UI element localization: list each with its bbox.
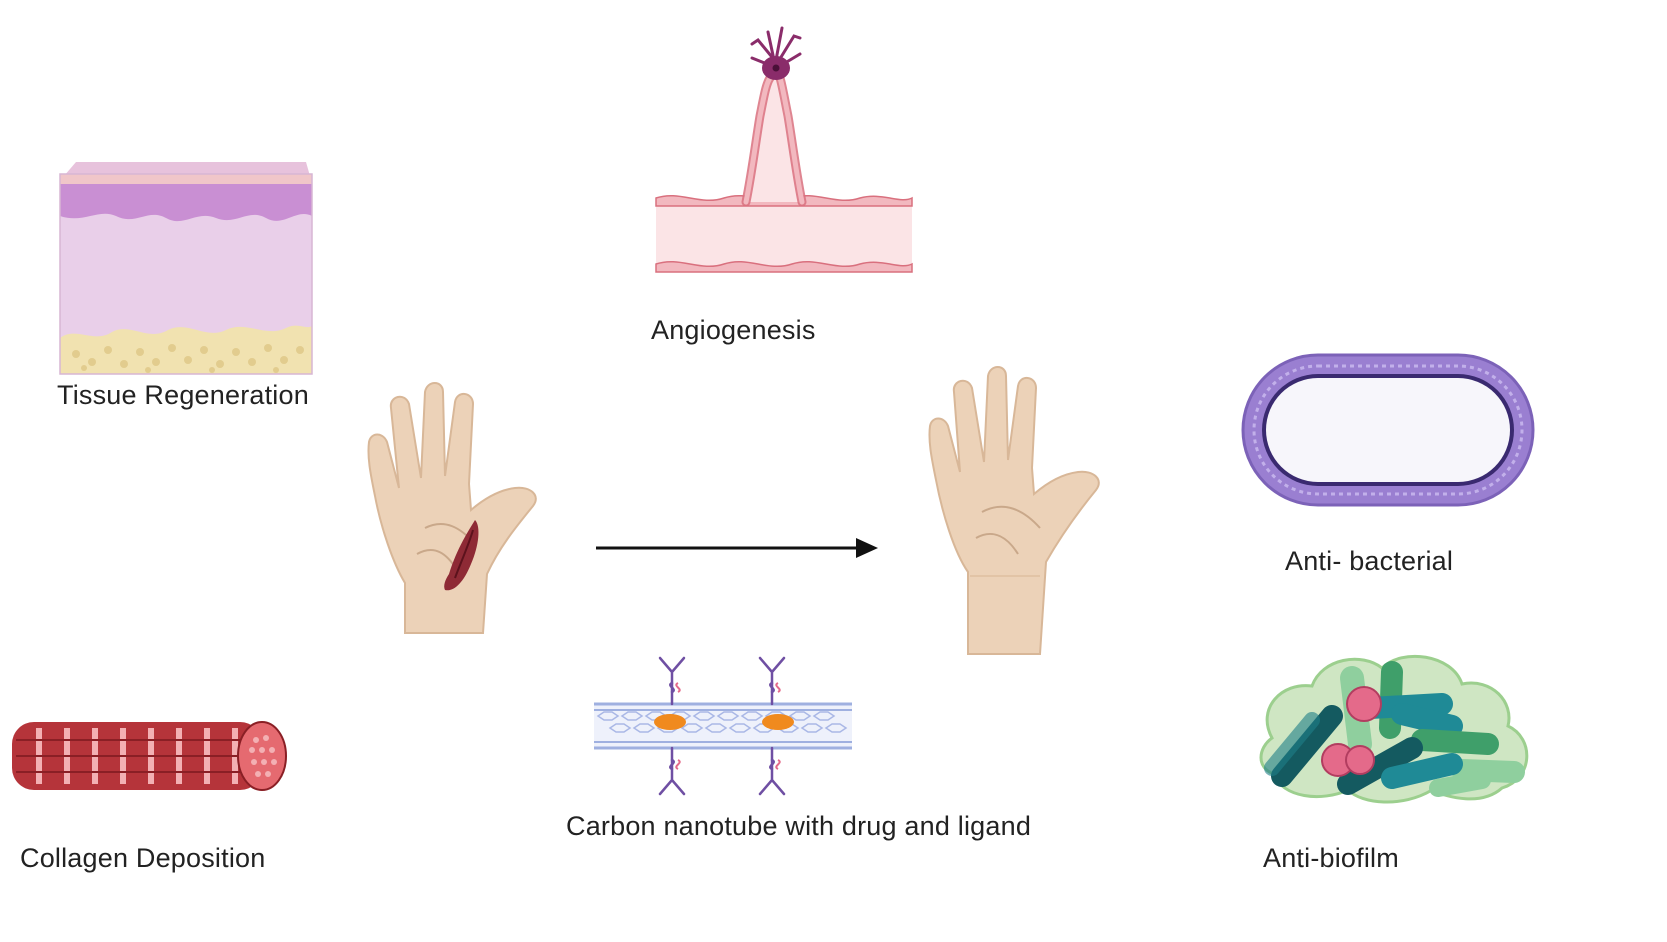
label-tissue-regeneration: Tissue Regeneration xyxy=(57,380,309,410)
angiogenesis-illustration xyxy=(655,26,913,273)
label-collagen-deposition: Collagen Deposition xyxy=(20,843,266,873)
collagen-fiber-icon xyxy=(12,721,287,791)
label-angiogenesis: Angiogenesis xyxy=(651,315,816,345)
wounded-hand-icon xyxy=(367,382,537,634)
healed-hand-icon xyxy=(928,366,1100,655)
biofilm-icon xyxy=(1259,654,1529,804)
healing-arrow xyxy=(596,538,878,558)
label-anti-bacterial: Anti- bacterial xyxy=(1285,546,1454,576)
bacterium-capsule-icon xyxy=(1241,353,1535,507)
carbon-nanotube-illustration xyxy=(594,656,852,796)
label-anti-biofilm: Anti-biofilm xyxy=(1263,843,1399,873)
skin-tissue-illustration xyxy=(59,162,313,375)
label-carbon-nanotube: Carbon nanotube with drug and ligand xyxy=(566,811,1032,841)
